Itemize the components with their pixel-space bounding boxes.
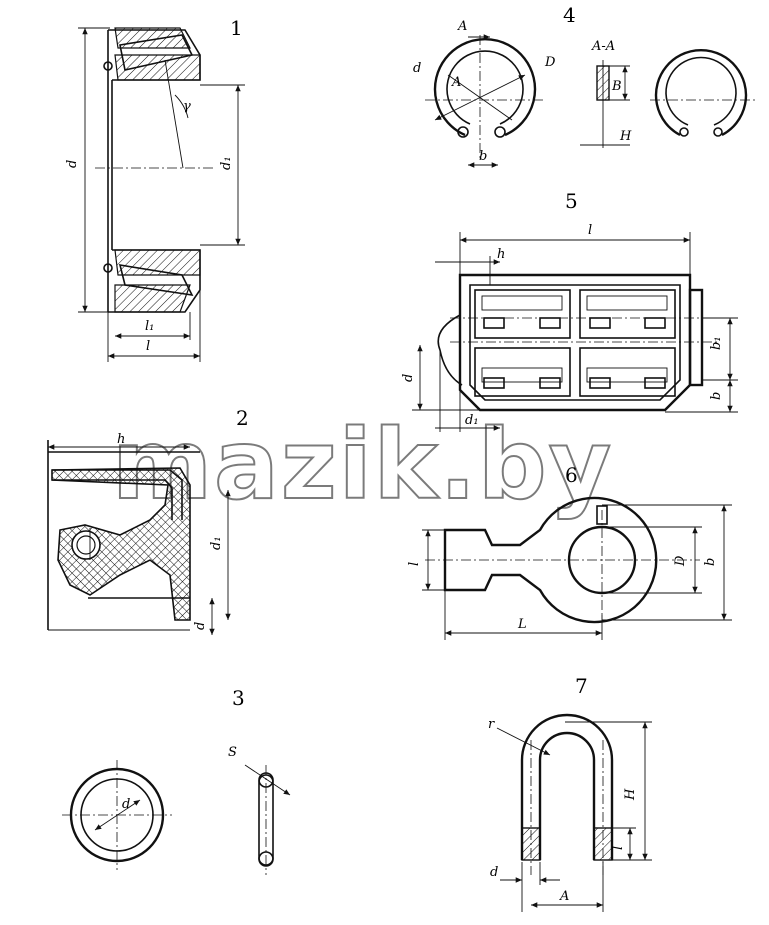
label-D: D xyxy=(673,555,688,567)
label-h: h xyxy=(497,247,505,262)
label-d1: d₁ xyxy=(209,536,224,550)
label-d: d xyxy=(65,160,80,168)
label-A: A xyxy=(559,889,569,904)
figure-7-u-bolt: 7 r H l d A xyxy=(488,674,652,912)
label-l: l xyxy=(588,223,592,238)
label-H: H xyxy=(623,788,638,801)
figure-number-2: 2 xyxy=(236,406,249,430)
label-d: d xyxy=(490,865,498,880)
label-r: r xyxy=(488,717,495,732)
label-b1: b₁ xyxy=(709,336,724,350)
label-H: H xyxy=(619,129,632,144)
label-l: l xyxy=(146,339,150,354)
figure-6-eye-lug: 6 l L D b xyxy=(407,463,732,640)
label-section-a-a: A-A xyxy=(591,39,615,54)
watermark: mazik.by xyxy=(112,409,613,521)
label-b: b xyxy=(479,149,487,164)
figure-number-1: 1 xyxy=(230,16,243,40)
label-a-top: A xyxy=(457,19,467,34)
label-b: b xyxy=(709,392,724,400)
label-d: d xyxy=(122,797,130,812)
figure-1-bearing: 1 γ d d₁ l₁ l xyxy=(65,16,245,362)
label-B: B xyxy=(611,79,622,94)
label-h: h xyxy=(117,432,125,447)
label-l1: l₁ xyxy=(145,319,154,334)
label-d1: d₁ xyxy=(219,156,234,170)
label-d1: d₁ xyxy=(465,413,479,428)
label-l: l xyxy=(407,562,422,566)
label-s: S xyxy=(228,745,237,760)
figure-5-cage: 5 l h d d₁ b₁ b xyxy=(401,189,738,432)
label-gamma: γ xyxy=(183,99,191,114)
label-d: d xyxy=(401,374,416,382)
label-a-inner: A xyxy=(451,75,461,90)
label-L: L xyxy=(517,617,527,632)
figure-4-retaining-ring: 4 A d A D b A-A B H xyxy=(413,3,755,168)
figure-number-5: 5 xyxy=(565,189,578,213)
figure-number-6: 6 xyxy=(565,463,578,487)
label-d: d xyxy=(193,622,208,630)
label-d: d xyxy=(413,61,421,76)
figure-3-o-ring: 3 d S xyxy=(62,686,291,875)
figure-number-7: 7 xyxy=(575,674,588,698)
label-b: b xyxy=(703,558,718,566)
figure-2-seal: 2 h d₁ d xyxy=(47,406,249,635)
figure-number-4: 4 xyxy=(563,3,576,27)
label-D: D xyxy=(544,55,556,70)
label-l: l xyxy=(611,846,626,850)
figure-number-3: 3 xyxy=(232,686,245,710)
